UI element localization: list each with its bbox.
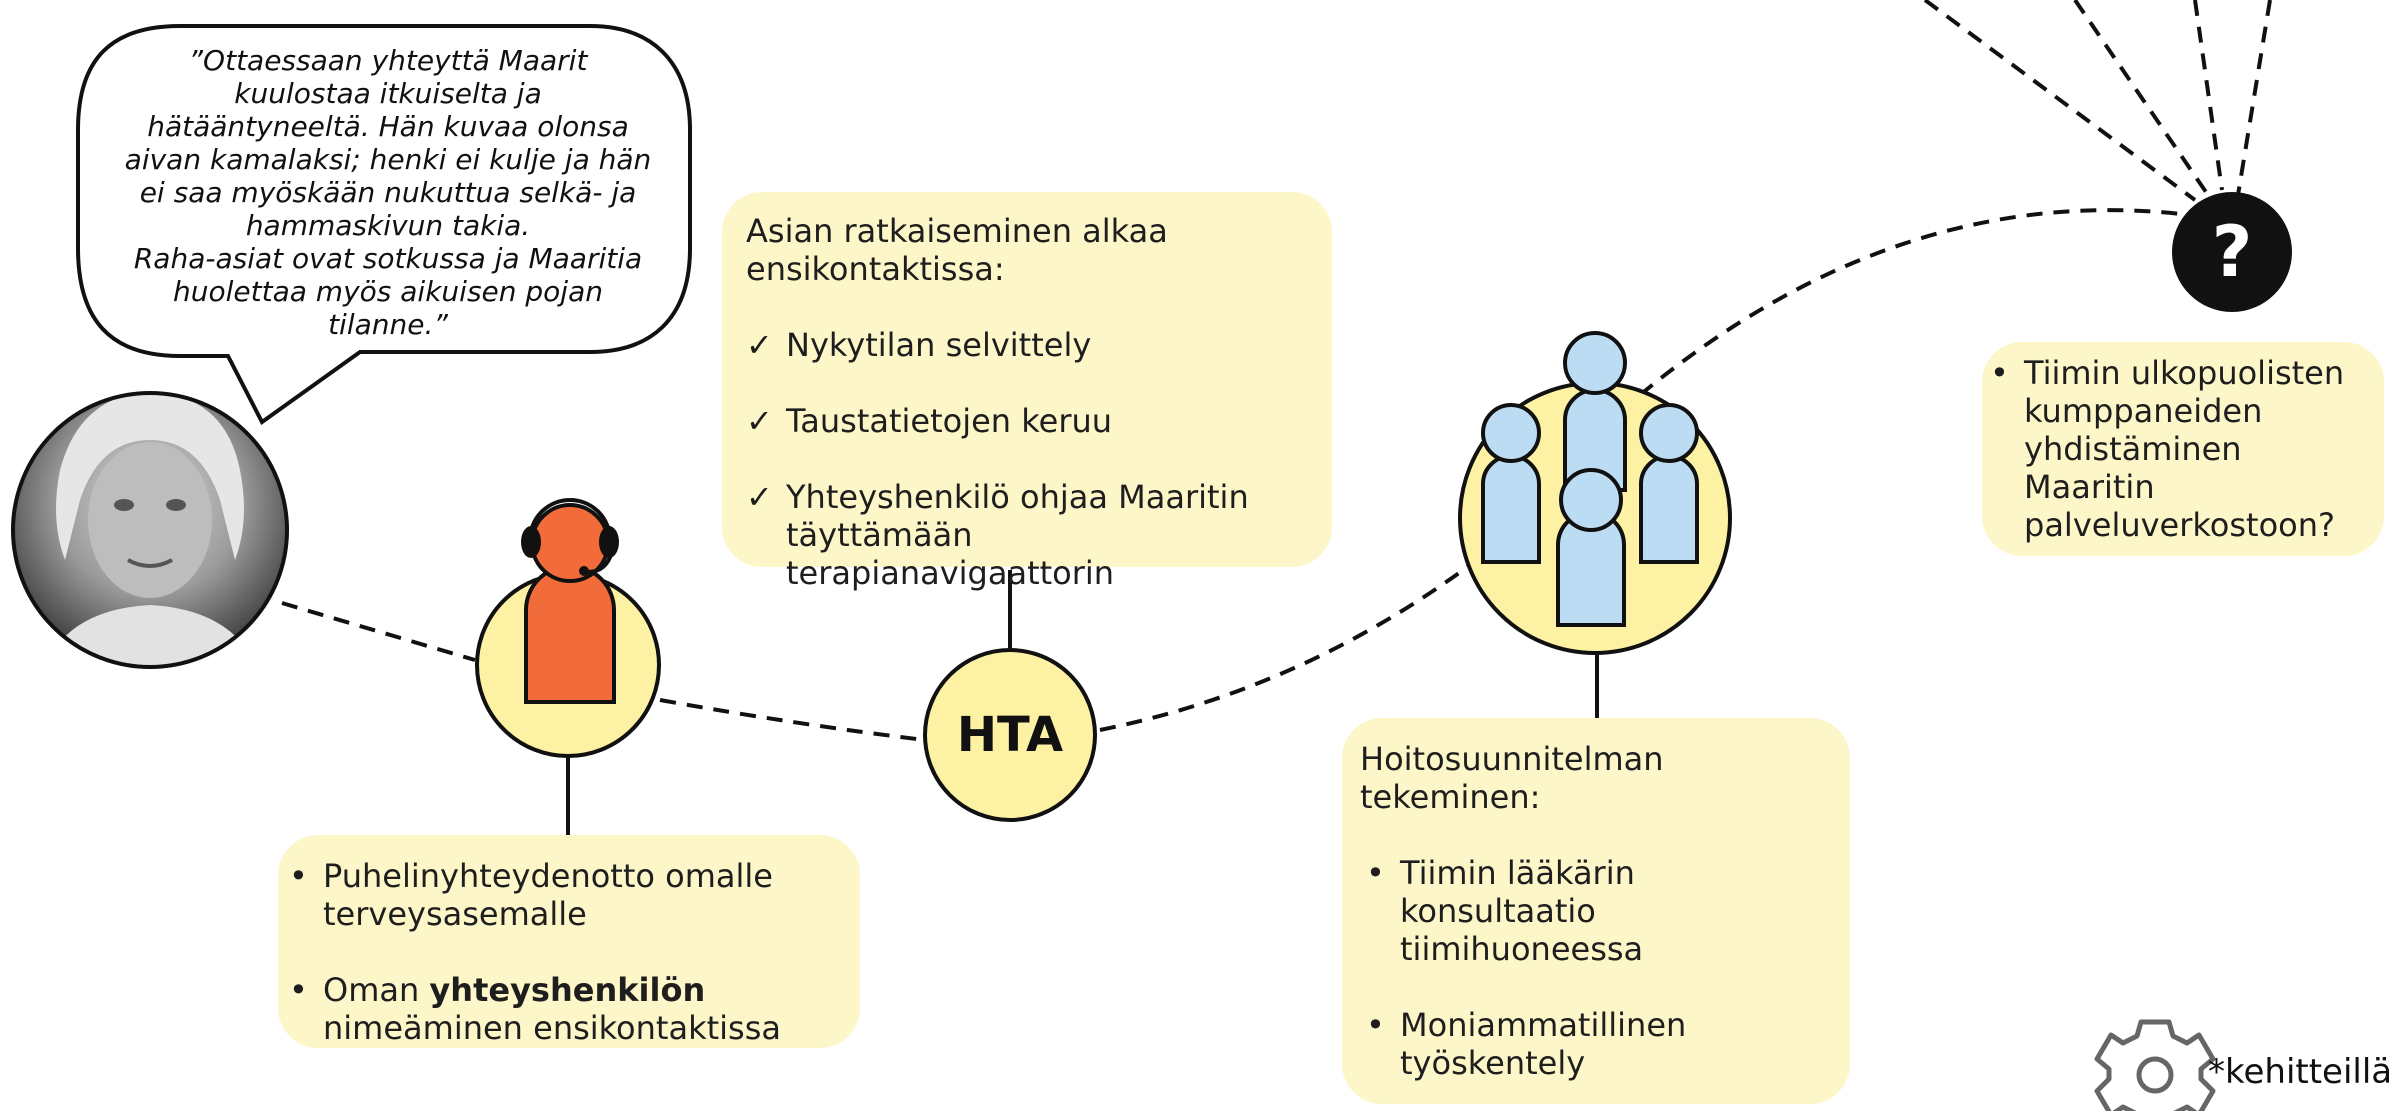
- list-item: • Moniammatillinen työskentely: [1366, 1006, 1687, 1082]
- hta-box: Asian ratkaiseminen alkaa ensikontaktiss…: [722, 192, 1332, 592]
- gear-icon: [2094, 1019, 2216, 1111]
- partners-box: • Tiimin ulkopuolisten kumppaneiden yhdi…: [1982, 342, 2384, 556]
- bullet: •: [1366, 1006, 1385, 1044]
- team-node: [1458, 331, 1732, 655]
- list-item: • Puhelinyhteydenotto omalle terveysasem…: [289, 857, 773, 933]
- bullet: •: [289, 971, 308, 1009]
- list-item: • Tiimin ulkopuolisten kumppaneiden yhdi…: [1990, 354, 2345, 544]
- question-node: [2172, 192, 2292, 312]
- hta-node: [923, 648, 1097, 822]
- headset-agent-icon: [521, 498, 619, 704]
- agent-node: [475, 498, 661, 758]
- hta-label: HTA: [956, 707, 1064, 763]
- bullet: •: [1366, 854, 1385, 892]
- check-icon: ✓: [746, 326, 773, 364]
- list-item: • Oman yhteyshenkilön nimeäminen ensikon…: [289, 971, 781, 1047]
- question-icon: ?: [2211, 211, 2253, 293]
- speech-bubble: [76, 24, 692, 425]
- team-icon: [1481, 331, 1699, 627]
- bullet: •: [289, 857, 308, 895]
- check-icon: ✓: [746, 478, 773, 516]
- team-box: Hoitosuunnitelman tekeminen: • Tiimin lä…: [1342, 718, 1850, 1104]
- contact-box: • Puhelinyhteydenotto omalle terveysasem…: [278, 835, 860, 1048]
- list-item: ✓ Yhteyshenkilö ohjaa Maaritin täyttämää…: [746, 478, 1249, 592]
- quote-text: ”Ottaessaan yhteyttä Maarit kuulostaa it…: [124, 44, 652, 341]
- journey-path: [281, 0, 2272, 742]
- bullet: •: [1990, 354, 2009, 392]
- check-icon: ✓: [746, 402, 773, 440]
- list-item: ✓ Nykytilan selvittely: [746, 326, 1092, 364]
- legend-label: *kehitteillä: [2208, 1052, 2393, 1092]
- user-photo-avatar: [11, 391, 289, 669]
- list-item: • Tiimin lääkärin konsultaatio tiimihuon…: [1366, 854, 1644, 968]
- list-item: ✓ Taustatietojen keruu: [746, 402, 1113, 440]
